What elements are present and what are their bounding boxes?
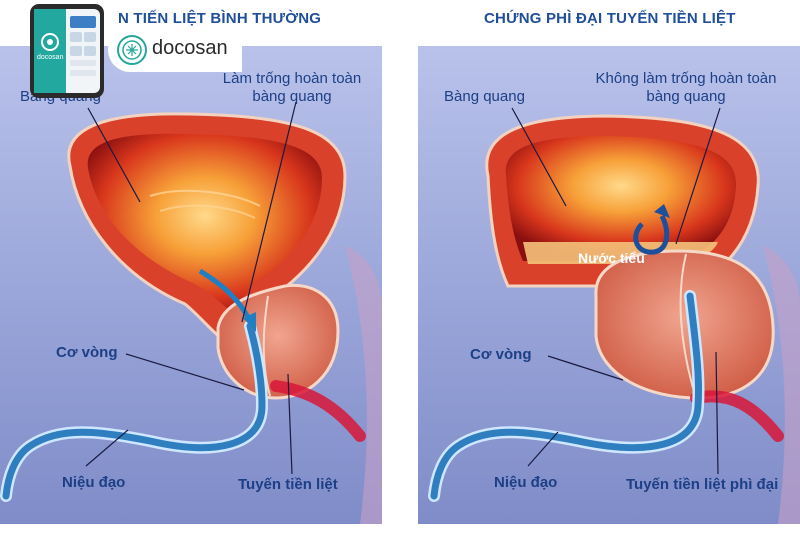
left-panel-title: N TIẾN LIỆT BÌNH THƯỜNG	[118, 10, 322, 27]
backflow-arrow	[633, 214, 670, 255]
app-phone-mockup: docosan	[28, 2, 106, 100]
left-empty-label-line1: Làm trống hoàn toàn	[222, 70, 362, 87]
brand-name: docosan	[152, 37, 228, 59]
right-prostate-label: Tuyến tiền liệt phì đại	[626, 476, 779, 493]
right-urethra-label: Niệu đạo	[494, 474, 558, 491]
bladder-lumen	[505, 136, 737, 261]
right-not-empty-label-line1: Không làm trống hoàn toàn	[595, 70, 777, 87]
left-sphincter-label: Cơ vòng	[56, 344, 118, 361]
side-tissue	[345, 246, 382, 524]
app-name-label: docosan	[37, 54, 64, 61]
enlarged-prostate-gland	[594, 249, 775, 400]
right-panel-title: CHỨNG PHÌ ĐẠI TUYẾN TIỀN LIỆT	[484, 10, 736, 27]
left-prostate-label: Tuyến tiền liệt	[238, 476, 338, 493]
normal-prostate-illustration	[0, 46, 382, 524]
normal-prostate-panel	[0, 46, 382, 524]
right-urine-label: Nước tiểu	[578, 250, 645, 266]
bladder-lumen	[87, 133, 322, 316]
flow-arrow	[198, 268, 253, 323]
right-bladder-label: Bàng quang	[444, 88, 525, 105]
left-empty-label-line2: bàng quang	[252, 88, 332, 105]
right-not-empty-label-line2: bàng quang	[646, 88, 726, 105]
enlarged-prostate-panel	[418, 46, 800, 524]
right-sphincter-label: Cơ vòng	[470, 346, 532, 363]
enlarged-prostate-illustration	[418, 46, 800, 524]
docosan-logo-icon	[117, 35, 147, 65]
left-urethra-label: Niệu đạo	[62, 474, 126, 491]
blood-vessel	[270, 380, 366, 442]
